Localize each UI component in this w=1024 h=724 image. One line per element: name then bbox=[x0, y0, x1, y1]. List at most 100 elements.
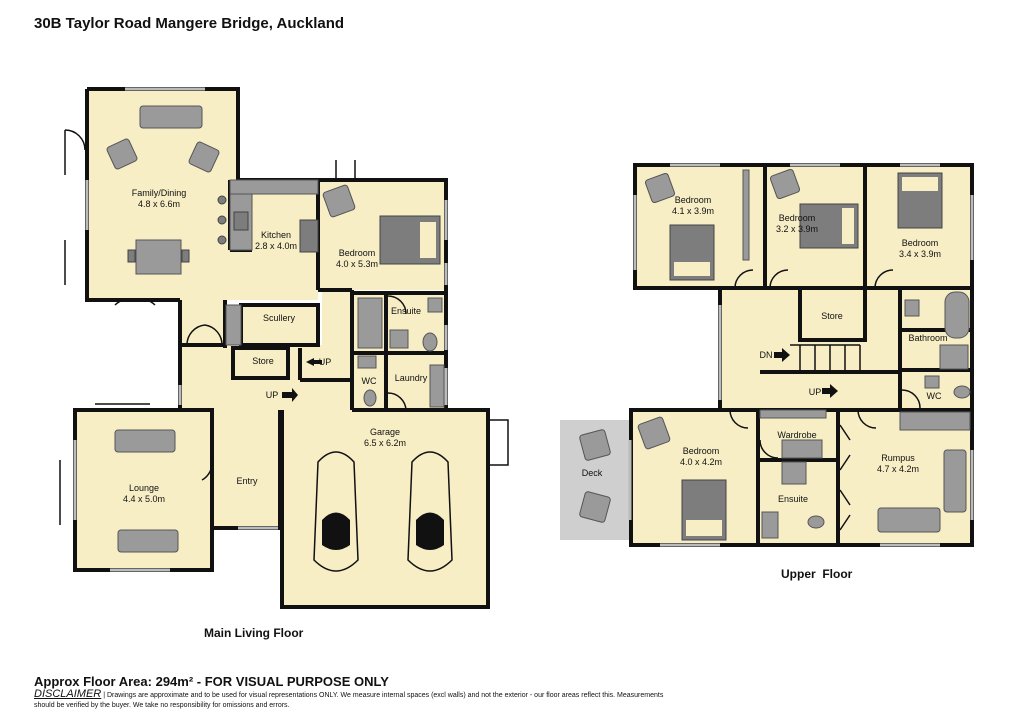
stool-icon bbox=[217, 215, 227, 225]
armchair-icon bbox=[769, 168, 801, 200]
deck-chair-icon bbox=[579, 491, 611, 523]
up-label: UP bbox=[319, 357, 332, 367]
wardrobe-icon bbox=[781, 439, 823, 459]
wardrobe-icon bbox=[759, 409, 827, 419]
scullery-label: Scullery bbox=[263, 313, 296, 323]
car-icon bbox=[313, 451, 359, 572]
basin-icon bbox=[357, 355, 377, 369]
vanity-icon bbox=[427, 297, 443, 313]
up-label: UP bbox=[809, 387, 822, 397]
armchair-icon bbox=[106, 138, 138, 170]
door bbox=[769, 269, 789, 289]
dn-label: DN bbox=[760, 350, 773, 360]
wardrobe-label: Wardrobe bbox=[777, 430, 816, 440]
bed-pillow-icon bbox=[674, 262, 710, 276]
disclaimer-label: DISCLAIMER bbox=[34, 688, 102, 700]
bed-pillow-icon bbox=[686, 520, 722, 536]
main-floor-label: Main Living Floor bbox=[204, 626, 304, 640]
family-dining-label: Family/Dining bbox=[132, 188, 187, 198]
vanity-icon bbox=[904, 299, 920, 317]
bed-pillow-icon bbox=[902, 177, 938, 191]
dining-table-icon bbox=[135, 239, 182, 275]
up-arrow-icon bbox=[282, 388, 298, 402]
rumpus-label: Rumpus bbox=[881, 453, 915, 463]
main-floor: Family/Dining 4.8 x 6.6m Kitchen 2.8 x 4… bbox=[59, 87, 509, 609]
bedroom-u3-label: Bedroom bbox=[902, 238, 939, 248]
plan-title: 30B Taylor Road Mangere Bridge, Auckland bbox=[34, 15, 345, 32]
ensuite-upper-label: Ensuite bbox=[778, 494, 808, 504]
toilet-icon bbox=[422, 332, 438, 352]
door bbox=[201, 459, 213, 481]
chair-icon bbox=[181, 249, 190, 263]
store-main-room bbox=[233, 348, 288, 378]
disclaimer: DISCLAIMER | Drawings are approximate an… bbox=[34, 689, 674, 711]
garage-label: Garage bbox=[370, 427, 400, 437]
disclaimer-text: | Drawings are approximate and to be use… bbox=[34, 692, 664, 709]
deck-chair-icon bbox=[579, 429, 611, 461]
garage-walls bbox=[280, 410, 490, 609]
bedroom-u4-size: 4.0 x 4.2m bbox=[680, 457, 722, 467]
upper-inner-walls bbox=[635, 165, 972, 545]
bedroom-main-closet bbox=[322, 290, 352, 350]
bedroom-u1-label: Bedroom bbox=[675, 195, 712, 205]
ensuite-walls bbox=[352, 291, 490, 412]
garage-size: 6.5 x 6.2m bbox=[364, 438, 406, 448]
shower-icon bbox=[781, 461, 807, 485]
door bbox=[490, 419, 509, 466]
staircase bbox=[790, 344, 861, 370]
fridge-icon bbox=[225, 304, 242, 346]
vanity-icon bbox=[761, 511, 779, 539]
bedroom-main-size: 4.0 x 5.3m bbox=[336, 259, 378, 269]
sofa-icon bbox=[943, 449, 967, 513]
wc-upper-label: WC bbox=[927, 391, 942, 401]
hall-walls bbox=[180, 343, 350, 382]
up-arrow-icon bbox=[822, 384, 838, 398]
door bbox=[387, 295, 407, 315]
entry-label: Entry bbox=[236, 476, 258, 486]
dn-arrow-icon bbox=[774, 348, 790, 362]
chair-icon bbox=[127, 249, 136, 263]
armchair-icon bbox=[322, 184, 356, 218]
laundry-label: Laundry bbox=[395, 373, 428, 383]
laundry-tub-icon bbox=[429, 364, 445, 408]
door bbox=[874, 269, 894, 289]
scullery-room bbox=[241, 305, 318, 345]
sofa-icon bbox=[114, 429, 176, 453]
store-main-label: Store bbox=[252, 356, 274, 366]
shower-icon bbox=[939, 344, 969, 370]
store-upper-label: Store bbox=[821, 311, 843, 321]
sofa-icon bbox=[139, 105, 203, 129]
wc-main-label: WC bbox=[362, 376, 377, 386]
upper-floor-label: Upper Floor bbox=[781, 567, 853, 581]
door bbox=[64, 129, 86, 175]
up-arrow-icon bbox=[306, 358, 322, 366]
lounge-label: Lounge bbox=[129, 483, 159, 493]
toilet-icon bbox=[953, 385, 971, 399]
toilet-icon bbox=[807, 515, 825, 529]
up-label: UP bbox=[266, 390, 279, 400]
door bbox=[759, 439, 779, 459]
armchair-icon bbox=[188, 141, 220, 173]
door bbox=[734, 269, 754, 289]
bathroom-label: Bathroom bbox=[908, 333, 947, 343]
door bbox=[729, 409, 749, 429]
door bbox=[901, 389, 921, 409]
floor-area-note: Approx Floor Area: 294m² - FOR VISUAL PU… bbox=[34, 674, 389, 689]
door bbox=[335, 160, 356, 180]
door bbox=[839, 424, 851, 531]
kitchen-label: Kitchen bbox=[261, 230, 291, 240]
stool-icon bbox=[217, 235, 227, 245]
bed-pillow-icon bbox=[420, 222, 436, 258]
stool-icon bbox=[217, 195, 227, 205]
toilet-icon bbox=[363, 389, 377, 407]
door bbox=[387, 392, 407, 411]
vanity-icon bbox=[899, 411, 971, 431]
ensuite-main-label: Ensuite bbox=[391, 306, 421, 316]
deck-label: Deck bbox=[582, 468, 603, 478]
door bbox=[857, 409, 877, 429]
upper-floor: Bedroom 4.1 x 3.9m Bedroom 3.2 x 3.9m Be… bbox=[560, 163, 974, 547]
lounge-size: 4.4 x 5.0m bbox=[123, 494, 165, 504]
bed-pillow-icon bbox=[842, 208, 854, 244]
family-dining-size: 4.8 x 6.6m bbox=[138, 199, 180, 209]
sofa-icon bbox=[117, 529, 179, 553]
